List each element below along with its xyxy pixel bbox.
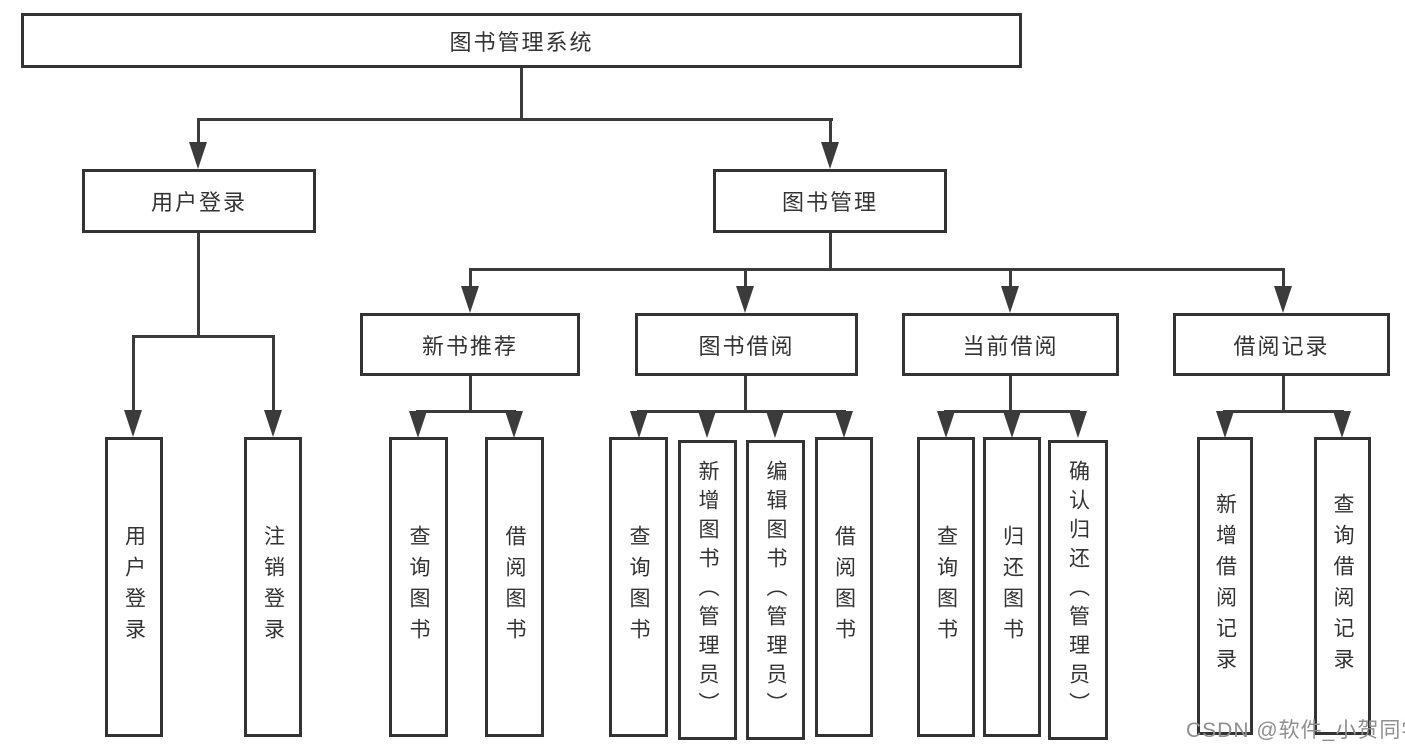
arrow-down-icon [698,411,716,438]
node-label: 归还图书 [1000,525,1024,649]
node-label: 新增借阅记录 [1213,493,1237,679]
arrow-down-icon [1001,286,1019,313]
node-label: 用户登录 [150,190,247,215]
connector-line [829,118,832,148]
node-label: 查询图书 [934,525,958,649]
arrow-down-icon [835,411,853,438]
connector-line [469,268,1285,271]
node-new-book-recommend: 新书推荐 [360,313,580,376]
arrow-down-icon [1069,411,1087,438]
node-user-login-group: 用户登录 [82,169,316,233]
node-label: 用户登录 [122,525,146,649]
connector-line [1282,376,1285,412]
arrow-down-icon [630,411,648,438]
node-label: 查询图书 [627,525,651,649]
node-label: 新增图书（管理员） [696,459,720,721]
connector-line [132,335,275,338]
node-label: 查询图书 [407,525,431,649]
arrow-down-icon [124,410,142,437]
leaf-query-borrow-record: 查询借阅记录 [1314,437,1371,735]
connector-line [1009,376,1012,412]
node-library-management-system: 图书管理系统 [21,13,1022,68]
leaf-logout: 注销登录 [244,437,302,737]
arrow-down-icon [821,142,839,169]
leaf-borrow-books: 借阅图书 [815,437,873,737]
connector-line [197,118,833,121]
leaf-return-books: 归还图书 [983,437,1041,737]
connector-line [469,376,472,413]
connector-line [1282,268,1285,290]
connector-line [416,410,516,413]
node-label: 新书推荐 [421,333,518,359]
connector-line [197,232,200,337]
arrow-down-icon [766,411,784,438]
connector-line [1223,410,1344,413]
node-label: 确认归还（管理员） [1066,459,1090,721]
connector-line [1009,268,1012,290]
connector-line [272,335,275,412]
node-label: 编辑图书（管理员） [764,459,788,721]
node-label: 借阅记录 [1233,333,1330,359]
node-book-borrowing: 图书借阅 [635,313,858,376]
leaf-add-borrow-record: 新增借阅记录 [1197,437,1253,735]
node-label: 借阅图书 [832,525,856,649]
connector-line [829,233,832,270]
node-book-management: 图书管理 [713,169,947,233]
connector-line [744,268,747,290]
arrow-down-icon [1333,411,1351,438]
node-label: 查询借阅记录 [1331,493,1355,679]
leaf-query-books-borrowing: 查询图书 [609,437,668,737]
arrow-down-icon [189,142,207,169]
node-label: 借阅图书 [503,525,527,649]
arrow-down-icon [1274,286,1292,313]
node-borrowing-records: 借阅记录 [1173,313,1390,376]
leaf-borrow-books-recommend: 借阅图书 [485,437,544,737]
leaf-add-books-admin: 新增图书（管理员） [678,440,737,740]
node-label: 图书管理 [781,190,878,215]
arrow-down-icon [937,411,955,438]
leaf-user-login: 用户登录 [105,437,163,737]
arrow-down-icon [1003,411,1021,438]
connector-line [469,268,472,290]
arrow-down-icon [264,410,282,437]
leaf-edit-books-admin: 编辑图书（管理员） [746,440,805,740]
arrow-down-icon [461,286,479,313]
connector-line [197,118,200,148]
node-label: 当前借阅 [962,333,1059,359]
connector-line [132,335,135,412]
node-current-borrowing: 当前借阅 [902,313,1119,376]
leaf-query-books-current: 查询图书 [917,437,975,737]
connector-line [520,68,523,120]
connector-line [744,376,747,412]
arrow-down-icon [736,286,754,313]
arrow-down-icon [505,411,523,438]
arrow-down-icon [409,411,427,438]
node-label: 注销登录 [261,525,285,649]
node-label: 图书管理系统 [449,29,594,55]
node-label: 图书借阅 [698,333,795,359]
leaf-confirm-return-admin: 确认归还（管理员） [1048,440,1108,740]
connector-line [637,410,846,413]
csdn-watermark: CSDN @软件_小贺同学 [1186,719,1405,742]
arrow-down-icon [1216,411,1234,438]
leaf-query-books-recommend: 查询图书 [389,437,448,737]
